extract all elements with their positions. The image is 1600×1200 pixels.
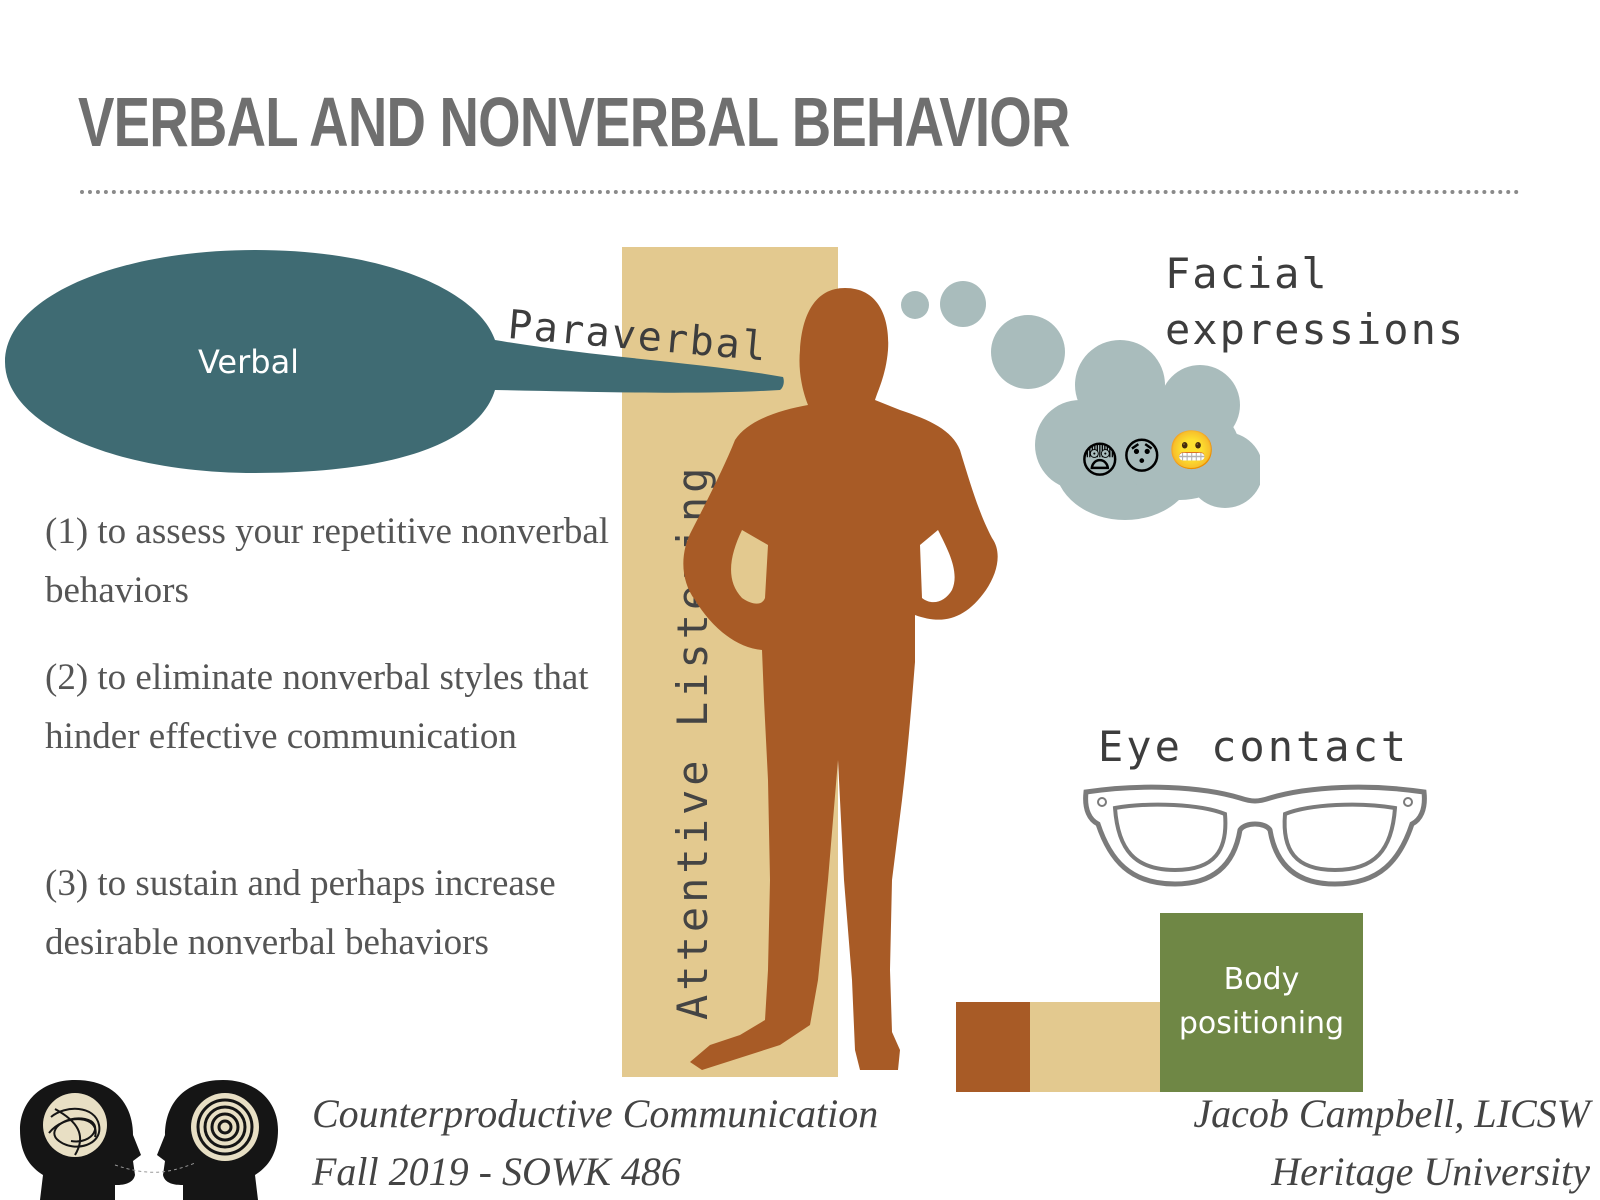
- verbal-speech-bubble: [5, 250, 784, 473]
- eye-contact-label: Eye contact: [1098, 722, 1410, 771]
- footer-term: Fall 2019 - SOWK 486: [312, 1149, 681, 1194]
- body-positioning-line2: positioning: [1178, 1006, 1345, 1041]
- title-divider: [80, 190, 1520, 194]
- page-title: VERBAL AND NONVERBAL BEHAVIOR: [78, 83, 1070, 161]
- body-positioning-label: Body positioning: [1160, 958, 1363, 1046]
- emoji-grimacing: 😬: [1168, 428, 1216, 472]
- emoji-fearful: 😨: [1080, 438, 1120, 482]
- facial-expressions-label: Facial expressions: [1165, 246, 1465, 358]
- glasses-icon: [1083, 784, 1427, 887]
- footer-institution: Heritage University: [1271, 1149, 1590, 1194]
- thought-cloud-icon: [901, 281, 1260, 520]
- point-2: (2) to eliminate nonverbal styles that h…: [45, 657, 589, 757]
- communication-heads-icon: [20, 1080, 278, 1200]
- emoji-hushed: 😯: [1122, 434, 1162, 478]
- body-positioning-line1: Body: [1223, 962, 1300, 997]
- body-position-block-orange: [956, 1002, 1030, 1092]
- verbal-label: Verbal: [198, 343, 300, 381]
- body-position-block-tan: [1030, 1002, 1160, 1092]
- footer-author: Jacob Campbell, LICSW: [1193, 1091, 1590, 1136]
- facial-expressions-line1: Facial: [1165, 249, 1329, 298]
- point-1: (1) to assess your repetitive nonverbal …: [45, 511, 610, 611]
- body-positioning-block: [1160, 913, 1363, 1092]
- footer-course: Counterproductive Communication: [312, 1091, 879, 1136]
- person-silhouette-icon: [683, 288, 998, 1070]
- facial-expressions-line2: expressions: [1165, 305, 1466, 354]
- point-3: (3) to sustain and perhaps increase desi…: [45, 863, 556, 963]
